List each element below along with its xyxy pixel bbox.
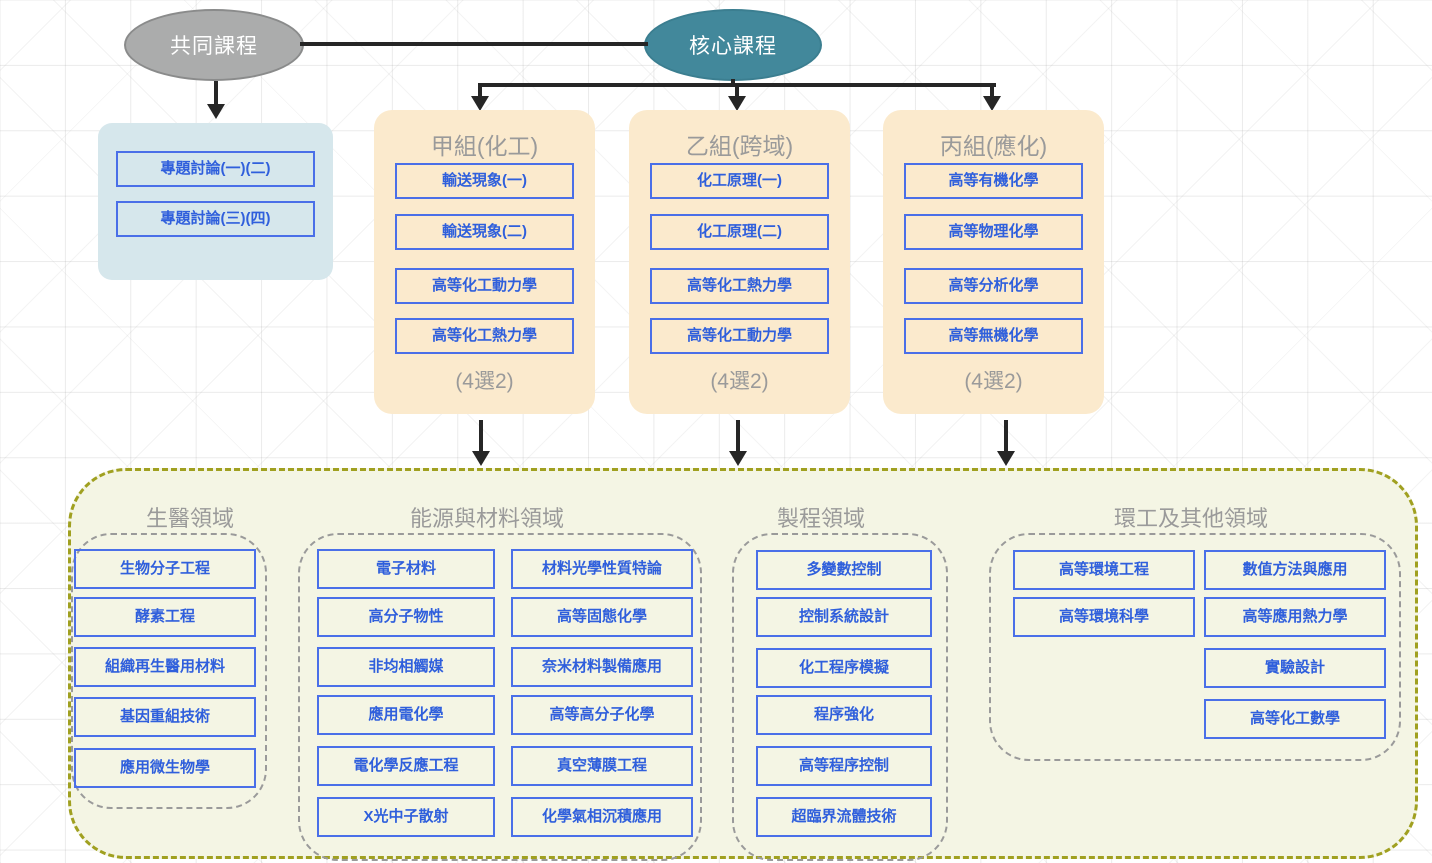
course-chip[interactable]: 數值方法與應用 — [1204, 550, 1386, 590]
course-chip[interactable]: 生物分子工程 — [74, 549, 256, 589]
domain-box-biomedical — [71, 533, 267, 809]
course-chip[interactable]: 高等分析化學 — [904, 268, 1083, 304]
domain-box-environmental — [989, 533, 1401, 761]
connector-common-to-core — [300, 42, 648, 46]
course-chip[interactable]: 奈米材料製備應用 — [511, 647, 693, 687]
course-chip[interactable]: 化工原理(二) — [650, 214, 829, 250]
course-chip[interactable]: 高等應用熱力學 — [1204, 597, 1386, 637]
course-chip[interactable]: 多變數控制 — [756, 550, 932, 590]
group-title: 甲組(化工) — [430, 133, 539, 159]
course-chip[interactable]: 電化學反應工程 — [317, 746, 495, 786]
domain-title: 製程領域 — [776, 506, 865, 531]
domain-title: 生醫領域 — [145, 506, 234, 531]
arrow-group-2-to-electives — [997, 451, 1015, 466]
node-core-courses[interactable]: 核心課程 — [644, 9, 822, 81]
course-chip[interactable]: 高等化工熱力學 — [650, 268, 829, 304]
panel-elective-domains: 生醫領域 生物分子工程 酵素工程 組織再生醫用材料 基因重組技術 應用微生物學 … — [68, 468, 1418, 861]
course-chip[interactable]: 化學氣相沉積應用 — [511, 797, 693, 837]
course-chip[interactable]: 專題討論(一)(二) — [116, 151, 315, 187]
course-chip[interactable]: 基因重組技術 — [74, 697, 256, 737]
course-chip[interactable]: 應用電化學 — [317, 695, 495, 735]
course-chip[interactable]: 高等物理化學 — [904, 214, 1083, 250]
domain-title: 環工及其他領域 — [1113, 506, 1268, 531]
node-core-courses-label: 核心課程 — [689, 35, 777, 58]
course-chip[interactable]: 控制系統設計 — [756, 597, 932, 637]
panel-common-courses: 專題討論(一)(二) 專題討論(三)(四) — [98, 123, 333, 280]
arrow-common-down — [207, 104, 225, 119]
domain-title: 能源與材料領域 — [409, 506, 564, 531]
course-chip[interactable]: 組織再生醫用材料 — [74, 647, 256, 687]
course-chip[interactable]: 化工原理(一) — [650, 163, 829, 199]
panel-group-bing: 丙組(應化) 高等有機化學 高等物理化學 高等分析化學 高等無機化學 (4選2) — [883, 110, 1104, 414]
course-chip[interactable]: 高等化工熱力學 — [395, 318, 574, 354]
group-note: (4選2) — [710, 370, 769, 393]
connector-core-branch-2 — [990, 83, 994, 103]
course-chip[interactable]: 高等無機化學 — [904, 318, 1083, 354]
course-chip[interactable]: 高等化工數學 — [1204, 699, 1386, 739]
course-chip[interactable]: 電子材料 — [317, 549, 495, 589]
arrow-group-0-to-electives — [472, 451, 490, 466]
course-chip[interactable]: 輸送現象(一) — [395, 163, 574, 199]
group-note: (4選2) — [455, 370, 514, 393]
course-chip[interactable]: 程序強化 — [756, 695, 932, 735]
connector-group-0-down — [479, 420, 483, 454]
course-chip[interactable]: 高等化工動力學 — [395, 268, 574, 304]
course-chip[interactable]: 輸送現象(二) — [395, 214, 574, 250]
course-chip[interactable]: 高等程序控制 — [756, 746, 932, 786]
course-chip[interactable]: 非均相觸媒 — [317, 647, 495, 687]
course-chip[interactable]: 高等化工動力學 — [650, 318, 829, 354]
course-chip[interactable]: 高分子物性 — [317, 597, 495, 637]
connector-group-1-down — [736, 420, 740, 454]
panel-group-yi: 乙組(跨域) 化工原理(一) 化工原理(二) 高等化工熱力學 高等化工動力學 (… — [629, 110, 850, 414]
course-chip[interactable]: 高等有機化學 — [904, 163, 1083, 199]
course-chip[interactable]: 高等環境工程 — [1013, 550, 1195, 590]
arrow-to-group-1 — [728, 96, 746, 111]
course-chip[interactable]: 高等環境科學 — [1013, 597, 1195, 637]
course-chip[interactable]: 酵素工程 — [74, 597, 256, 637]
course-chip[interactable]: 高等高分子化學 — [511, 695, 693, 735]
group-title: 乙組(跨域) — [685, 133, 794, 159]
course-chip[interactable]: X光中子散射 — [317, 797, 495, 837]
arrow-to-group-2 — [983, 96, 1001, 111]
connector-core-branch-1 — [735, 83, 739, 103]
course-chip[interactable]: 材料光學性質特論 — [511, 549, 693, 589]
connector-common-down-stem — [214, 81, 218, 110]
course-chip[interactable]: 專題討論(三)(四) — [116, 201, 315, 237]
domain-box-energy-materials — [298, 533, 702, 861]
course-chip[interactable]: 化工程序模擬 — [756, 648, 932, 688]
course-chip[interactable]: 實驗設計 — [1204, 648, 1386, 688]
domain-box-process — [732, 533, 948, 861]
course-chip[interactable]: 真空薄膜工程 — [511, 746, 693, 786]
course-chip[interactable]: 超臨界流體技術 — [756, 797, 932, 837]
connector-group-2-down — [1004, 420, 1008, 454]
node-common-courses-label: 共同課程 — [170, 35, 258, 58]
group-title: 丙組(應化) — [939, 133, 1048, 159]
connector-core-branch-0 — [478, 83, 482, 103]
arrow-group-1-to-electives — [729, 451, 747, 466]
group-note: (4選2) — [964, 370, 1023, 393]
arrow-to-group-0 — [471, 96, 489, 111]
node-common-courses[interactable]: 共同課程 — [124, 9, 304, 81]
course-chip[interactable]: 應用微生物學 — [74, 748, 256, 788]
course-chip[interactable]: 高等固態化學 — [511, 597, 693, 637]
panel-group-jia: 甲組(化工) 輸送現象(一) 輸送現象(二) 高等化工動力學 高等化工熱力學 (… — [374, 110, 595, 414]
